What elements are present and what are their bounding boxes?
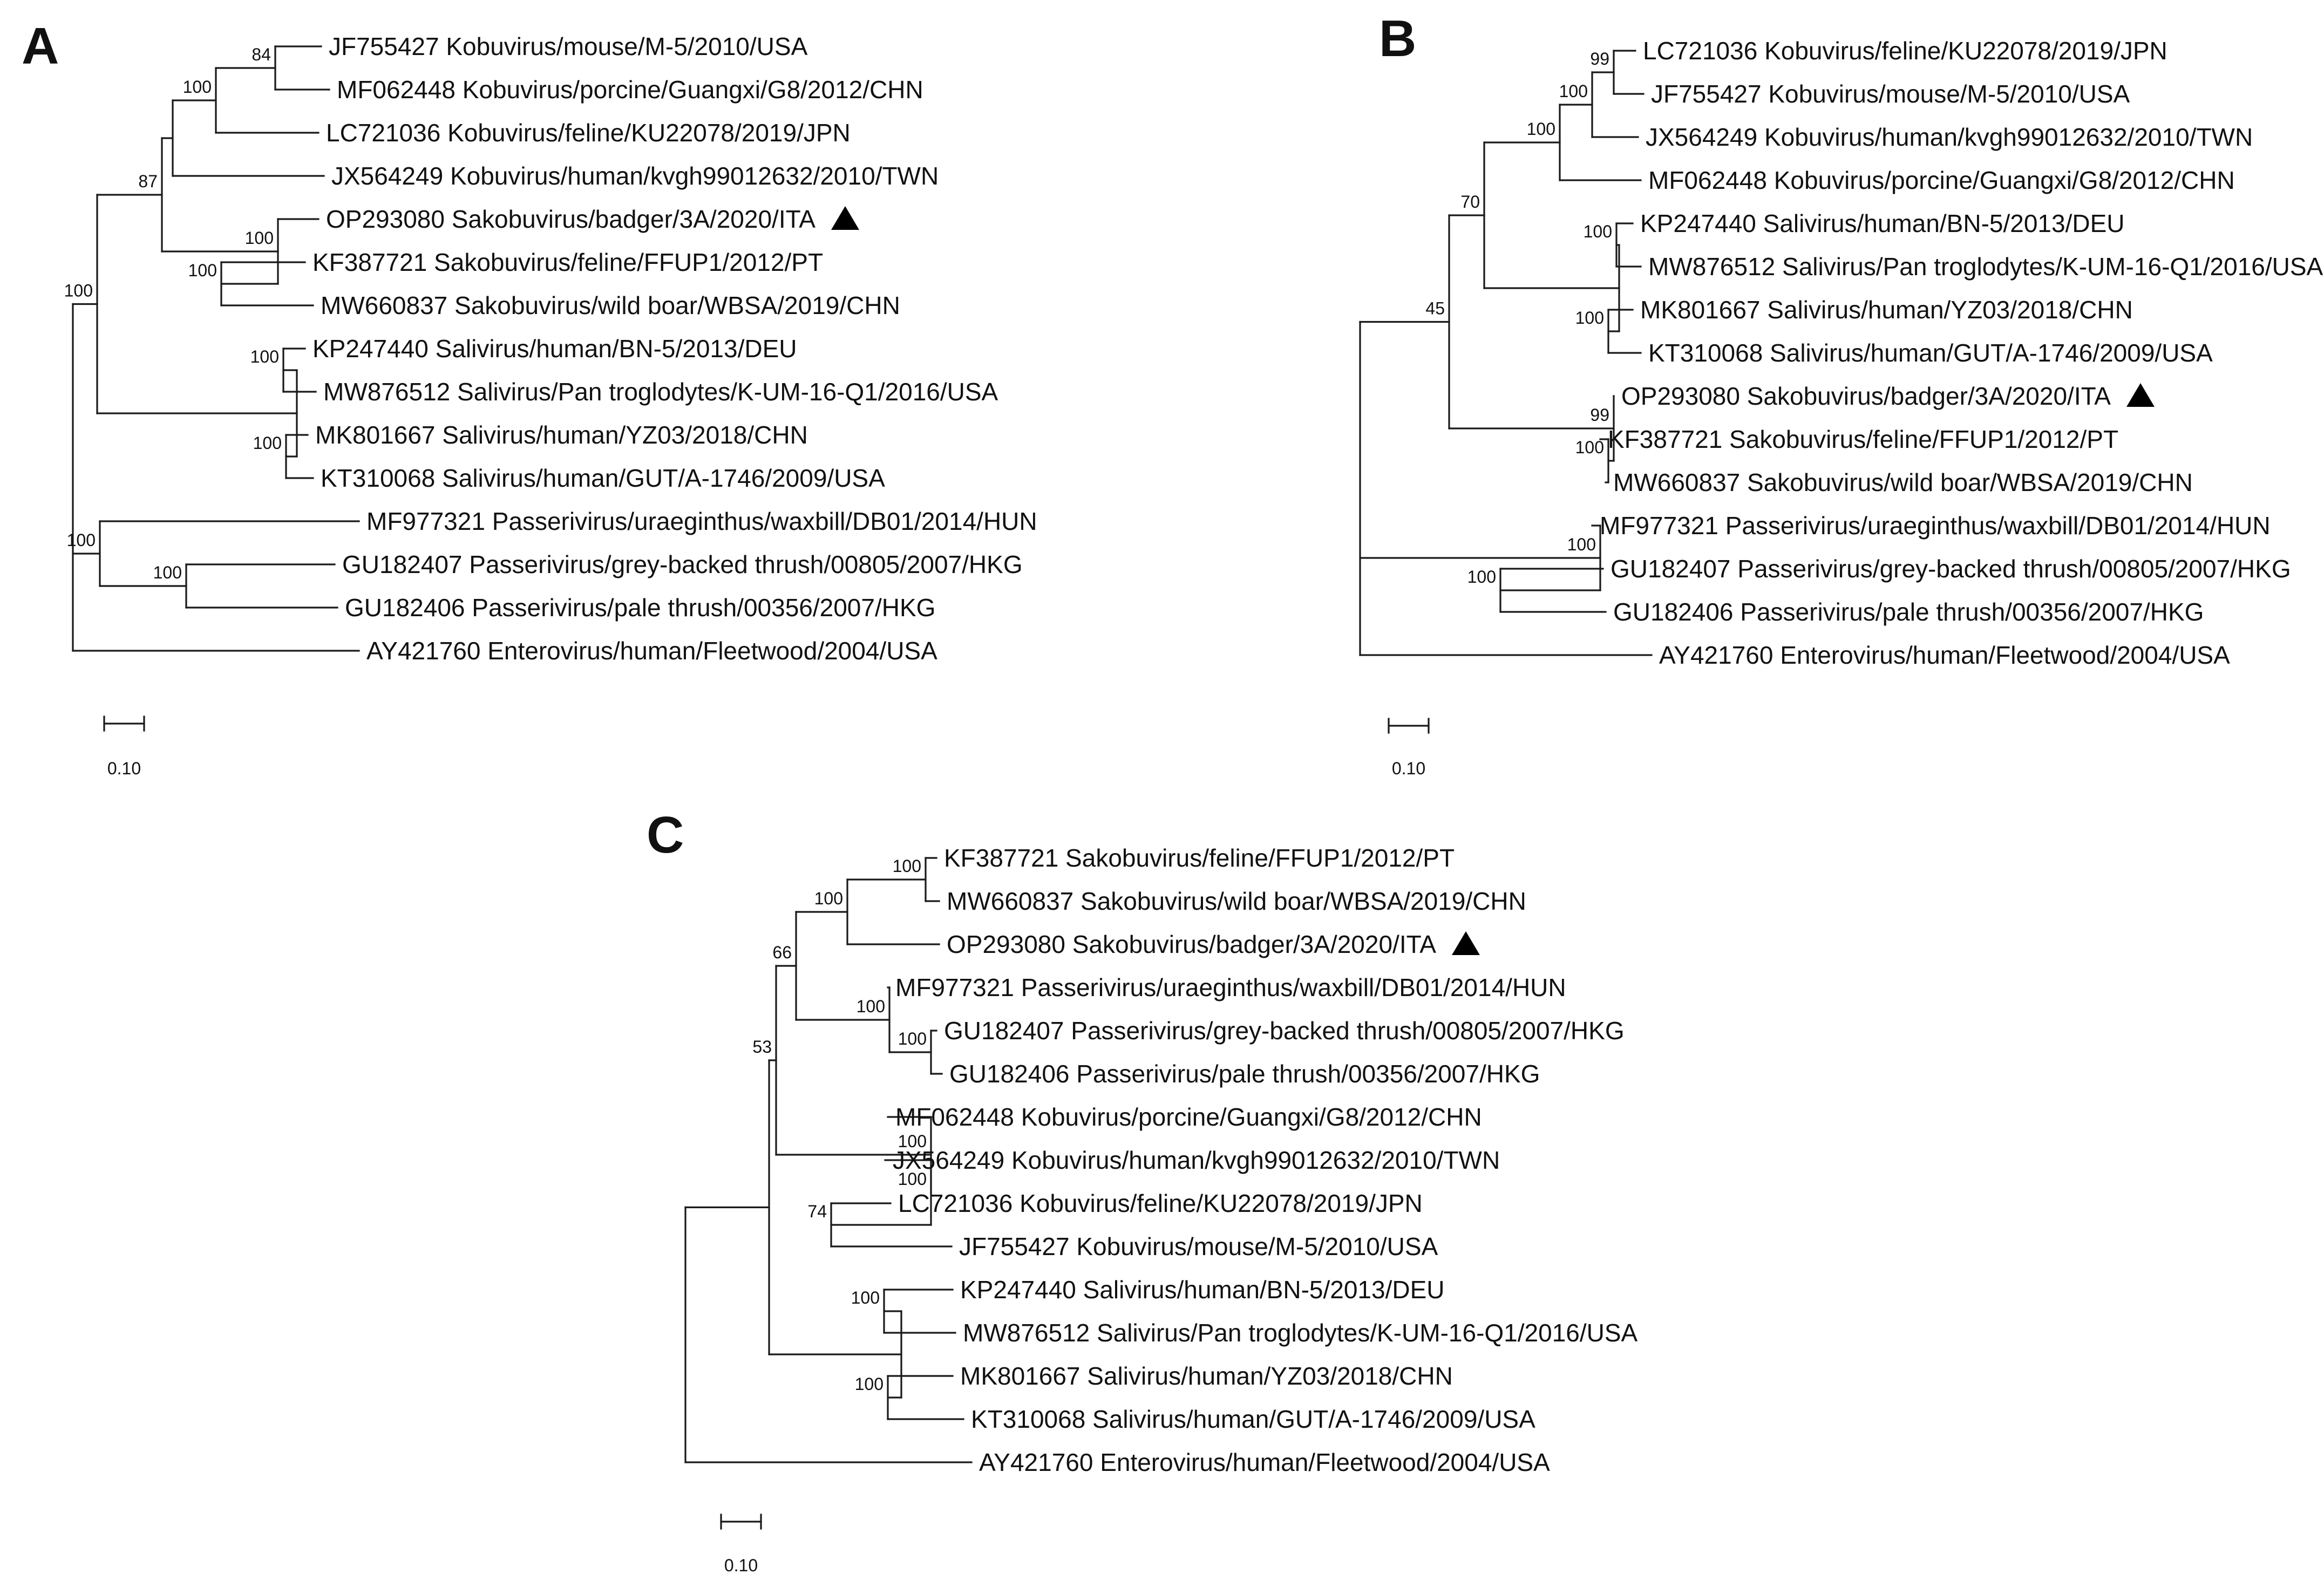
- leaf-label: GU182407 Passerivirus/grey-backed thrush…: [342, 550, 1023, 578]
- leaf-label: JF755427 Kobuvirus/mouse/M-5/2010/USA: [959, 1232, 1438, 1260]
- leaf-label: MK801667 Salivirus/human/YZ03/2018/CHN: [315, 421, 808, 449]
- scale-bar-label: 0.10: [724, 1556, 758, 1575]
- scale-bar-label: 0.10: [107, 759, 141, 778]
- panel-b: B LC721036 Kobuvirus/feline/KU22078/2019…: [1359, 10, 2323, 778]
- leaf-label: KT310068 Salivirus/human/GUT/A-1746/2009…: [321, 464, 885, 492]
- bootstrap-value: 70: [1460, 192, 1480, 212]
- bootstrap-value: 99: [1590, 49, 1609, 69]
- leaf-label: JX564249 Kobuvirus/human/kvgh99012632/20…: [1646, 123, 2253, 151]
- leaf-label: GU182406 Passerivirus/pale thrush/00356/…: [345, 594, 935, 622]
- leaf-label: MF062448 Kobuvirus/porcine/Guangxi/G8/20…: [1648, 166, 2235, 194]
- bootstrap-value: 100: [1527, 119, 1555, 139]
- bootstrap-value: 100: [898, 1132, 927, 1151]
- leaf-label: LC721036 Kobuvirus/feline/KU22078/2019/J…: [1643, 37, 2167, 65]
- bootstrap-value: 66: [772, 943, 792, 962]
- leaf-label: JX564249 Kobuvirus/human/kvgh99012632/20…: [331, 162, 939, 190]
- bootstrap-value: 100: [188, 261, 217, 280]
- bootstrap-value: 100: [183, 77, 212, 97]
- leaf-label: KT310068 Salivirus/human/GUT/A-1746/2009…: [1648, 339, 2213, 367]
- bootstrap-value: 100: [898, 1029, 927, 1048]
- bootstrap-value: 100: [67, 530, 96, 550]
- bootstrap-value: 100: [893, 856, 921, 876]
- leaf-label: MW876512 Salivirus/Pan troglodytes/K-UM-…: [323, 378, 998, 406]
- panel-letter: C: [647, 806, 684, 864]
- leaf-label: LC721036 Kobuvirus/feline/KU22078/2019/J…: [326, 119, 851, 147]
- leaf-label: GU182407 Passerivirus/grey-backed thrush…: [1611, 555, 2291, 583]
- triangle-marker-icon: [831, 206, 859, 230]
- leaf-label: KF387721 Sakobuvirus/feline/FFUP1/2012/P…: [312, 248, 823, 276]
- tree: LC721036 Kobuvirus/feline/KU22078/2019/J…: [1359, 37, 2323, 669]
- leaf-label: GU182406 Passerivirus/pale thrush/00356/…: [1613, 598, 2204, 626]
- leaf-label: LC721036 Kobuvirus/feline/KU22078/2019/J…: [898, 1189, 1423, 1217]
- scale-bar: 0.10: [1388, 718, 1430, 778]
- leaf-label: OP293080 Sakobuvirus/badger/3A/2020/ITA: [1621, 382, 2111, 410]
- leaf-label: MF062448 Kobuvirus/porcine/Guangxi/G8/20…: [337, 76, 923, 104]
- scale-bar: 0.10: [103, 715, 145, 778]
- bootstrap-value: 84: [252, 45, 271, 64]
- bootstrap-value: 100: [857, 997, 885, 1016]
- leaf-label: MW876512 Salivirus/Pan troglodytes/K-UM-…: [1648, 253, 2323, 281]
- leaf-label: MW660837 Sakobuvirus/wild boar/WBSA/2019…: [321, 291, 900, 319]
- bootstrap-value: 100: [898, 1169, 927, 1189]
- leaf-label: GU182406 Passerivirus/pale thrush/00356/…: [949, 1060, 1540, 1088]
- tree: KF387721 Sakobuvirus/feline/FFUP1/2012/P…: [684, 844, 1638, 1476]
- bootstrap-value: 100: [1584, 222, 1612, 241]
- leaf-label: KP247440 Salivirus/human/BN-5/2013/DEU: [960, 1276, 1445, 1304]
- leaf-label: KP247440 Salivirus/human/BN-5/2013/DEU: [1640, 209, 2125, 237]
- bootstrap-value: 99: [1590, 405, 1609, 425]
- bootstrap-value: 53: [752, 1037, 772, 1057]
- leaf-label: KT310068 Salivirus/human/GUT/A-1746/2009…: [971, 1405, 1535, 1433]
- leaf-label: KP247440 Salivirus/human/BN-5/2013/DEU: [312, 335, 797, 363]
- bootstrap-value: 100: [855, 1374, 884, 1394]
- leaf-label: JX564249 Kobuvirus/human/kvgh99012632/20…: [893, 1146, 1500, 1174]
- bootstrap-value: 45: [1425, 299, 1445, 318]
- bootstrap-value: 100: [1567, 535, 1596, 554]
- bootstrap-value: 74: [807, 1202, 827, 1221]
- panel-a: A JF755427 Kobuvirus/mouse/M-5/2010/USA M…: [22, 17, 1037, 778]
- leaf-label: OP293080 Sakobuvirus/badger/3A/2020/ITA: [326, 205, 816, 233]
- bootstrap-value: 100: [1559, 81, 1588, 101]
- panel-letter: B: [1379, 10, 1416, 67]
- leaf-label: MW660837 Sakobuvirus/wild boar/WBSA/2019…: [1613, 468, 2193, 496]
- bootstrap-value: 100: [250, 347, 279, 366]
- leaf-label: MF062448 Kobuvirus/porcine/Guangxi/G8/20…: [895, 1103, 1482, 1131]
- leaf-label: AY421760 Enterovirus/human/Fleetwood/200…: [1659, 641, 2230, 669]
- triangle-marker-icon: [2126, 383, 2155, 407]
- tree: JF755427 Kobuvirus/mouse/M-5/2010/USA MF0…: [64, 32, 1037, 665]
- leaf-label: GU182407 Passerivirus/grey-backed thrush…: [944, 1017, 1625, 1045]
- leaf-label: JF755427 Kobuvirus/mouse/M-5/2010/USA: [1651, 80, 2130, 108]
- bootstrap-value: 100: [1575, 308, 1604, 328]
- bootstrap-value: 100: [851, 1288, 880, 1307]
- leaf-label: JF755427 Kobuvirus/mouse/M-5/2010/USA: [329, 32, 808, 60]
- leaf-label: OP293080 Sakobuvirus/badger/3A/2020/ITA: [947, 930, 1436, 958]
- leaf-label: MW660837 Sakobuvirus/wild boar/WBSA/2019…: [947, 887, 1526, 915]
- bootstrap-value: 100: [1467, 567, 1496, 587]
- bootstrap-value: 87: [138, 172, 158, 191]
- bootstrap-value: 100: [253, 433, 282, 453]
- bootstrap-value: 100: [814, 889, 843, 908]
- bootstrap-value: 100: [1575, 438, 1604, 457]
- leaf-label: KF387721 Sakobuvirus/feline/FFUP1/2012/P…: [1608, 425, 2118, 453]
- leaf-label: KF387721 Sakobuvirus/feline/FFUP1/2012/P…: [944, 844, 1455, 872]
- leaf-label: AY421760 Enterovirus/human/Fleetwood/200…: [366, 637, 937, 665]
- scale-bar: 0.10: [720, 1514, 762, 1575]
- bootstrap-value: 100: [245, 228, 274, 248]
- bootstrap-value: 100: [153, 563, 182, 582]
- leaf-label: MW876512 Salivirus/Pan troglodytes/K-UM-…: [963, 1319, 1638, 1347]
- leaf-label: MF977321 Passerivirus/uraeginthus/waxbil…: [1600, 512, 2271, 540]
- leaf-label: MK801667 Salivirus/human/YZ03/2018/CHN: [1640, 296, 2133, 324]
- leaf-label: MF977321 Passerivirus/uraeginthus/waxbil…: [895, 973, 1566, 1001]
- bootstrap-value: 100: [64, 281, 93, 301]
- panel-letter: A: [22, 17, 59, 75]
- triangle-marker-icon: [1451, 931, 1480, 955]
- leaf-label: MF977321 Passerivirus/uraeginthus/waxbil…: [366, 507, 1037, 535]
- leaf-label: AY421760 Enterovirus/human/Fleetwood/200…: [979, 1448, 1550, 1476]
- leaf-label: MK801667 Salivirus/human/YZ03/2018/CHN: [960, 1362, 1453, 1390]
- panel-c: C KF387721 Sakobuvirus/feline/FFUP1/2012…: [647, 806, 1638, 1575]
- scale-bar-label: 0.10: [1392, 759, 1425, 778]
